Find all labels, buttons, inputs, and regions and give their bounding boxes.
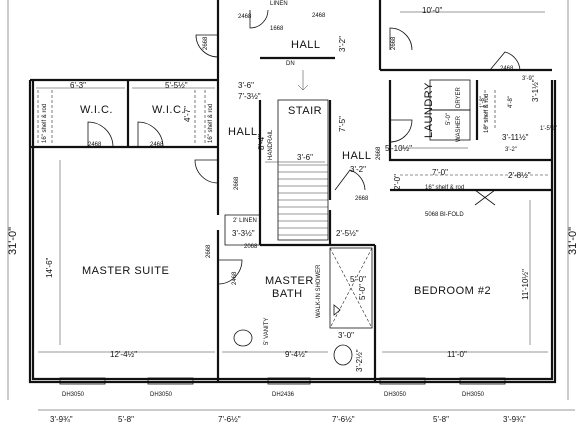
dim-31-0-right: 31'-0" [567, 227, 576, 255]
dim-7-3: 7'-3½" [238, 92, 261, 101]
window-tag-1: DH3050 [62, 392, 85, 398]
door-tag-2: 2468 [150, 142, 164, 148]
dim-bottom-1: 3'-9¾" [50, 415, 73, 424]
window-tag-3: DH2436 [272, 392, 295, 398]
dim-12-4: 12'-4½" [110, 350, 137, 359]
dim-10-0: 10'-0" [422, 6, 443, 15]
label-hall-top: HALL [291, 39, 321, 51]
label-bedroom-2: BEDROOM #2 [414, 285, 491, 297]
dim-11-0: 11'-0" [447, 350, 467, 359]
fixtures [224, 79, 471, 366]
dim-31-0-left: 31'-0" [7, 227, 19, 255]
dim-5-10: 5'-10½" [385, 144, 412, 153]
door-tag-7: 2468 [312, 13, 326, 19]
door-tag-9: 2068 [244, 244, 258, 250]
label-shelf-bed2: 16" shelf & rod [425, 185, 464, 191]
door-tag-1: 2468 [88, 142, 102, 148]
label-dn: DN [286, 61, 295, 67]
label-laundry: LAUNDRY [423, 82, 435, 138]
dim-7-5: 7'-5" [338, 116, 347, 132]
dim-8-4: 8'-4" [257, 134, 266, 150]
walk-in-shower [329, 247, 373, 329]
window-tag-4: DH3050 [384, 392, 407, 398]
label-wic-right: W.I.C. [152, 104, 185, 116]
dim-bottom-5: 5'-8" [433, 415, 449, 424]
dim-3-6b: 3'-6" [297, 153, 313, 162]
label-linen-mid: 2' LINEN [233, 218, 257, 224]
label-shelf-laundry: 16" shelf & rod [484, 94, 490, 133]
dim-9-4: 9'-4½" [285, 350, 308, 359]
dim-bottom-4: 7'-6½" [332, 415, 355, 424]
label-hall-left: HALL [228, 126, 258, 138]
windows [59, 377, 506, 385]
label-handrail: HANDRAIL [268, 129, 274, 160]
label-master-bath-2: BATH [272, 288, 303, 300]
label-wic-left: W.I.C. [80, 104, 113, 116]
dim-4-8: 4'-8" [508, 96, 514, 108]
dim-7-0: 7'-0" [432, 168, 448, 177]
dim-3-0: 3'-0" [338, 331, 354, 340]
label-shelf-right: 16" shelf & rod [208, 104, 214, 143]
dim-bottom-2: 5'-8" [118, 415, 134, 424]
dim-2-0: 2'-0" [393, 174, 402, 190]
window-tag-5: DH3050 [462, 392, 485, 398]
dim-5-0b: 5'-0" [358, 284, 367, 300]
door-tag-11: 1668 [270, 26, 284, 32]
dim-5-5: 5'-5½" [165, 81, 188, 90]
dim-3-3: 3'-3½" [232, 229, 255, 238]
label-vanity: 5' VANITY [264, 318, 270, 345]
dim-3-9: 3'-9" [522, 76, 534, 82]
dim-5-0c: 5'-0" [446, 113, 452, 125]
door-tag-6: 2468 [232, 271, 238, 285]
dim-bottom-6: 3'-9¾" [503, 415, 526, 424]
dim-bottom-3: 7'-6½" [218, 415, 241, 424]
closet-shelves [37, 90, 548, 176]
door-swings [87, 9, 521, 285]
dim-3-2: 3'-2" [350, 165, 366, 174]
label-walkin-shower: WALK-IN SHOWER [316, 264, 322, 318]
dim-1-5: 1'-5½" [540, 125, 557, 132]
label-linen-top: LINEN [270, 1, 288, 7]
dim-2-5: 2'-5½" [336, 229, 359, 238]
dim-3-2-top: 3'-2" [338, 36, 347, 52]
door-tag-14: 2668 [206, 244, 212, 258]
door-tag-4: 2668 [234, 176, 240, 190]
dimension-lines [7, 0, 575, 411]
dim-3-2b: 3'-2" [505, 147, 517, 153]
label-bifold: 5068 BI-FOLD [425, 212, 464, 218]
door-tag-10: 2468 [500, 66, 514, 72]
label-dryer: DRYER [456, 86, 462, 108]
label-master-suite: MASTER SUITE [82, 265, 169, 277]
door-tag-3: 2668 [203, 36, 209, 50]
dim-2-8: 2'-8½" [508, 171, 531, 180]
exterior-walls [28, 0, 557, 384]
dim-5-0a: 5'-0" [350, 275, 366, 284]
door-tag-8: 2668 [355, 196, 369, 202]
interior-walls [30, 56, 552, 382]
door-tag-13: 2668 [376, 146, 382, 160]
dim-14-6: 14'-6" [45, 257, 54, 278]
dim-6-3: 6'-3" [70, 81, 86, 90]
label-shelf-left: 16" shelf & rod [42, 104, 48, 143]
dim-11-10: 11'-10½" [521, 269, 530, 300]
stair-treads [277, 70, 329, 241]
dim-3-1: 3'-1½" [531, 79, 540, 102]
dim-3-11: 3'-11½" [502, 133, 529, 142]
dim-3-2h: 3'-2½" [355, 349, 364, 372]
label-stair: STAIR [288, 105, 322, 117]
label-master-bath-1: MASTER [265, 275, 314, 287]
dim-4-7: 4'-7" [183, 106, 192, 122]
dim-3-6a: 3'-6" [238, 81, 254, 90]
label-hall-right: HALL [342, 150, 372, 162]
door-tag-5: 2668 [391, 36, 397, 50]
label-washer: WASHER [456, 115, 462, 142]
door-tag-12: 2468 [238, 14, 252, 20]
dim-1-8: 1'-8" [480, 96, 486, 108]
window-tag-2: DH3050 [150, 392, 173, 398]
